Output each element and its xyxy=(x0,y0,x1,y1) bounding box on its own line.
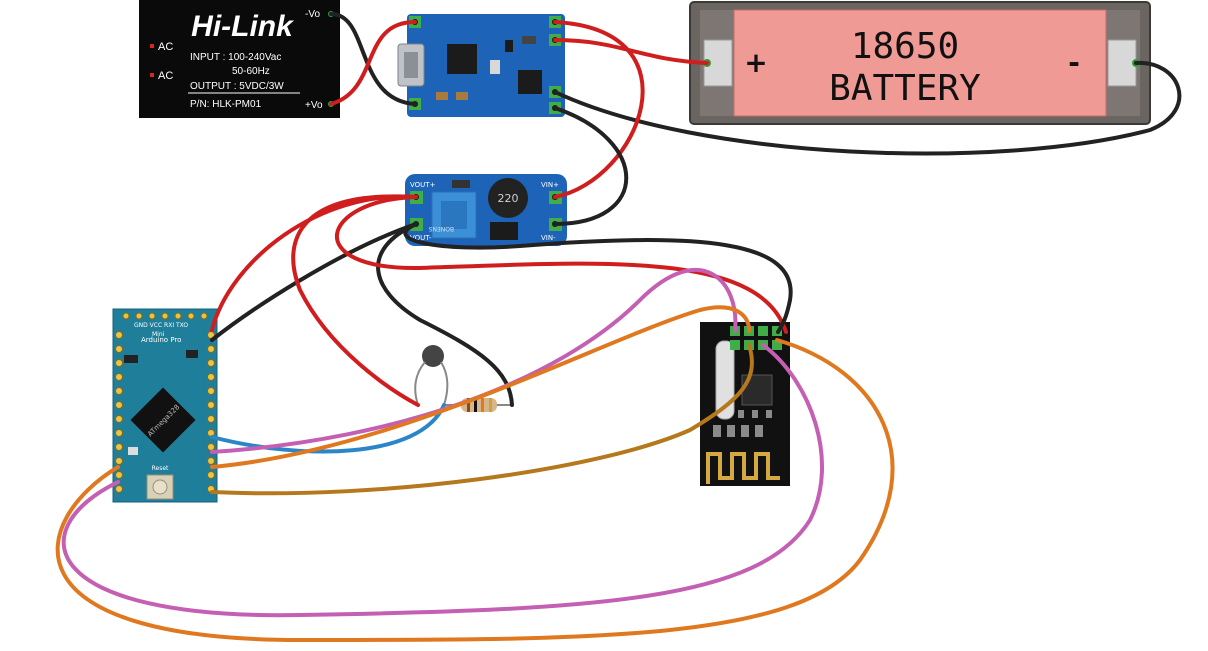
arduino-pin-hole xyxy=(148,312,156,320)
arduino-pin-hole xyxy=(161,312,169,320)
arduino-pin-hole xyxy=(207,359,215,367)
hilink-pn: P/N: HLK-PM01 xyxy=(190,99,262,110)
arduino-pins xyxy=(115,312,215,493)
arduino-pin-hole xyxy=(207,415,215,423)
vout-plus-label: VOUT+ xyxy=(410,181,436,189)
battery-line2: BATTERY xyxy=(829,68,981,109)
wire-hilink-pos-red xyxy=(329,20,417,106)
arduino-pin-hole xyxy=(207,443,215,451)
nrf24-module xyxy=(700,322,790,486)
wire-orange-1 xyxy=(210,305,752,469)
arduino-pin-hole xyxy=(115,457,123,465)
wire-brown xyxy=(210,343,754,496)
arduino-pin-hole xyxy=(115,345,123,353)
hilink-brand: Hi-Link xyxy=(191,10,294,43)
hilink-output: OUTPUT : 5VDC/3W xyxy=(190,81,284,92)
vout-minus-label: VOUT- xyxy=(410,234,432,242)
wire-boost-nrf-black xyxy=(403,222,793,334)
hilink-neg-label: -Vo xyxy=(305,9,320,20)
arduino-pin-hole xyxy=(115,359,123,367)
arduino-reset-label: Reset xyxy=(152,465,169,472)
wire-pink-1 xyxy=(210,267,738,454)
charger-module xyxy=(397,14,565,117)
arduino-pin-labels: GND VCC RXI TXO xyxy=(134,322,188,329)
battery-plus: + xyxy=(744,46,767,79)
wire-boost-arduino-black xyxy=(210,222,418,342)
wire-hilink-neg-black xyxy=(329,12,417,106)
arduino-pin-hole xyxy=(174,312,182,320)
wire-boost-nrf-red xyxy=(334,195,788,334)
arduino-pin-hole xyxy=(207,373,215,381)
arduino-pin-hole xyxy=(207,387,215,395)
wire-blue xyxy=(210,403,446,454)
hilink-ac2: AC xyxy=(158,70,173,82)
arduino-pin-hole xyxy=(207,471,215,479)
hilink-freq: 50-60Hz xyxy=(232,66,270,77)
arduino-pin-hole xyxy=(115,401,123,409)
inductor-label: 220 xyxy=(498,192,519,205)
arduino-pin-hole xyxy=(207,401,215,409)
arduino-pin-hole xyxy=(115,415,123,423)
wire-charger-batt-minus xyxy=(553,60,1182,156)
thermistor xyxy=(414,345,449,406)
vin-plus-label: VIN+ xyxy=(541,181,559,189)
arduino-pin-hole xyxy=(115,373,123,381)
arduino-pin-hole xyxy=(187,312,195,320)
arduino-pin-hole xyxy=(115,471,123,479)
arduino-pin-hole xyxy=(207,457,215,465)
hilink-power-module: Hi-Link AC AC INPUT : 100-240Vac 50-60Hz… xyxy=(139,0,340,118)
hilink-ac1: AC xyxy=(158,41,173,53)
wire-boost-thermistor-red xyxy=(291,194,420,407)
arduino-pin-hole xyxy=(115,443,123,451)
arduino-name-2: Mini xyxy=(152,331,165,338)
arduino-pin-hole xyxy=(207,345,215,353)
arduino-pin-hole xyxy=(135,312,143,320)
hilink-pos-label: +Vo xyxy=(305,100,323,111)
wire-pink-2 xyxy=(61,343,825,618)
wire-charger-boost-minus xyxy=(553,106,629,226)
boost-converter: 220 BONENS VOUT+ VOUT- VIN+ VIN- xyxy=(405,174,567,246)
battery-line1: 18650 xyxy=(851,26,959,67)
battery-holder: 18650 BATTERY + - xyxy=(689,1,1151,125)
arduino-pro-mini: GND VCC RXI TXO Arduino Pro Mini ATmega3… xyxy=(112,308,218,503)
arduino-pin-hole xyxy=(115,485,123,493)
hilink-input: INPUT : 100-240Vac xyxy=(190,52,281,63)
pot-label: BONENS xyxy=(428,225,454,232)
wire-charger-boost-plus xyxy=(553,20,645,199)
wire-orange-2 xyxy=(55,338,895,643)
wire-boost-resistor-black xyxy=(376,222,514,407)
arduino-pin-hole xyxy=(200,312,208,320)
arduino-pin-hole xyxy=(122,312,130,320)
vin-minus-label: VIN- xyxy=(541,234,556,242)
arduino-pin-hole xyxy=(115,387,123,395)
arduino-name-1: Arduino Pro xyxy=(141,336,181,344)
battery-minus: - xyxy=(1068,46,1080,79)
arduino-pin-hole xyxy=(115,429,123,437)
arduino-pin-hole xyxy=(115,331,123,339)
wires xyxy=(55,12,1182,643)
